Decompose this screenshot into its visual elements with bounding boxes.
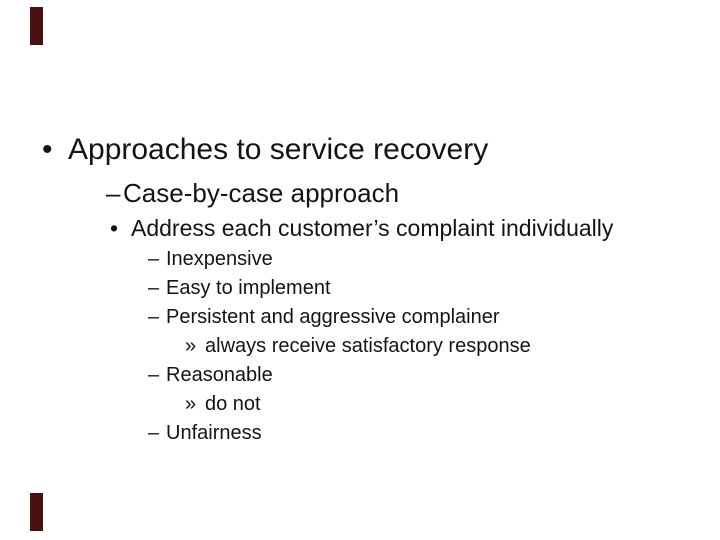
bullet-text: Reasonable [166, 364, 273, 386]
bullet-text: Persistent and aggressive complainer [166, 306, 500, 328]
bullet-line-level-5: » always receive satisfactory response [185, 334, 531, 358]
bullet-icon: • [42, 133, 53, 166]
bullet-line-level-4: –Inexpensive [148, 247, 273, 271]
bullet-text: Case-by-case approach [123, 178, 400, 208]
bullet-text: Approaches to service recovery [68, 133, 489, 166]
bullet-text: Unfairness [166, 422, 262, 444]
bullet-line-level-1: • Approaches to service recovery [42, 132, 488, 168]
dash-icon: – [148, 422, 160, 444]
bullet-text: always receive satisfactory response [205, 335, 531, 357]
bullet-text: do not [205, 393, 261, 415]
dash-icon: – [148, 248, 160, 270]
dash-icon: – [148, 306, 160, 328]
bullet-line-level-4: –Easy to implement [148, 276, 331, 300]
bullet-line-level-2: –Case-by-case approach [106, 178, 399, 209]
bullet-text: Inexpensive [166, 248, 273, 270]
bullet-line-level-4: –Unfairness [148, 421, 262, 445]
dash-icon: – [106, 178, 121, 208]
bullet-icon: • [110, 215, 119, 241]
dash-icon: – [148, 277, 160, 299]
accent-bar-bottom [30, 493, 43, 531]
bullet-text: Easy to implement [166, 277, 331, 299]
double-angle-icon: » [185, 335, 197, 357]
bullet-line-level-5: » do not [185, 392, 261, 416]
bullet-text: Address each customer’s complaint indivi… [131, 215, 614, 241]
accent-bar-top [30, 7, 43, 45]
double-angle-icon: » [185, 393, 197, 415]
bullet-line-level-4: –Reasonable [148, 363, 273, 387]
bullet-line-level-3: • Address each customer’s complaint indiv… [110, 215, 613, 243]
bullet-line-level-4: –Persistent and aggressive complainer [148, 305, 500, 329]
dash-icon: – [148, 364, 160, 386]
